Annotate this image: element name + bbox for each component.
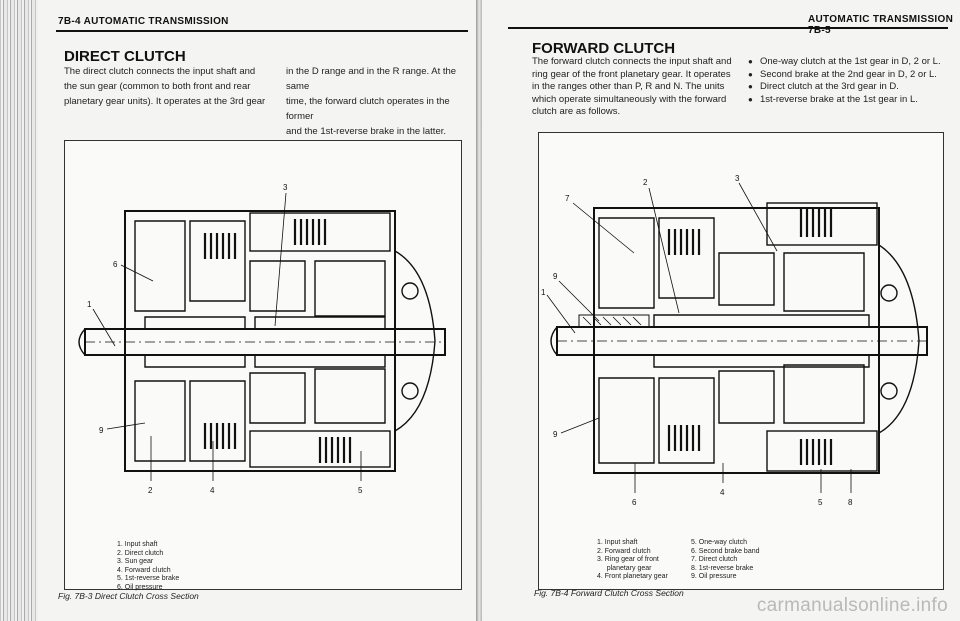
text-line: which operate simultaneously with the fo… <box>532 93 727 105</box>
text-line: clutch are as follows. <box>532 106 621 117</box>
figure-legend: 1. Input shaft 2. Direct clutch 3. Sun g… <box>117 541 179 592</box>
section-title: FORWARD CLUTCH <box>532 40 676 57</box>
figure-caption: Fig. 7B-3 Direct Clutch Cross Section <box>58 591 199 601</box>
callout-7: 7 <box>565 194 570 203</box>
header-rule <box>56 30 468 32</box>
legend-item: 8. 1st-reverse brake <box>691 564 754 572</box>
callout-9-lower: 9 <box>553 430 558 439</box>
callout-4: 4 <box>210 486 215 495</box>
callout-4: 4 <box>720 488 725 497</box>
legend-item: 6. Oil pressure <box>117 583 163 591</box>
legend-item: 4. Forward clutch <box>117 566 171 574</box>
bullet-item: Second brake at the 2nd gear in D, 2 or … <box>748 69 958 82</box>
text-line: time, the forward clutch operates in the… <box>286 96 450 122</box>
figure-legend-col2: 5. One-way clutch 6. Second brake band 7… <box>691 539 760 582</box>
callout-5: 5 <box>818 498 823 507</box>
legend-item: 3. Ring gear of front <box>597 556 659 563</box>
legend-item: 1. Input shaft <box>597 539 638 546</box>
legend-item: 4. Front planetary gear <box>597 573 668 580</box>
right-page: AUTOMATIC TRANSMISSION 7B-5 FORWARD CLUT… <box>482 0 960 621</box>
callout-8: 8 <box>848 498 853 507</box>
binding-edge <box>0 0 38 621</box>
text-line: in the ranges other than P, R and N. The… <box>532 81 725 92</box>
callout-3: 3 <box>283 183 288 192</box>
legend-item: 7. Direct clutch <box>691 556 738 563</box>
legend-item: 2. Forward clutch <box>597 547 651 555</box>
callout-6: 6 <box>632 498 637 507</box>
legend-item: 6. Second brake band <box>691 547 760 555</box>
callout-9-upper: 9 <box>553 272 558 281</box>
cross-section-drawing: 3 6 1 9 2 4 5 <box>78 183 446 495</box>
callout-2: 2 <box>643 178 648 187</box>
legend-item: 2. Direct clutch <box>117 549 164 557</box>
callout-2: 2 <box>148 486 153 495</box>
legend-item: 3. Sun gear <box>117 558 154 565</box>
section-title: DIRECT CLUTCH <box>64 48 186 65</box>
callout-5: 5 <box>358 486 363 495</box>
callout-3: 3 <box>735 174 740 183</box>
figure-legend-col1: 1. Input shaft 2. Forward clutch 3. Ring… <box>597 539 668 582</box>
legend-item: planetary gear <box>597 564 652 572</box>
text-line: planetary gear units). It operates at th… <box>64 96 266 107</box>
bullet-item: One-way clutch at the 1st gear in D, 2 o… <box>748 56 958 69</box>
text-line: ring gear of the front planetary gear. I… <box>532 68 731 80</box>
callout-1: 1 <box>87 300 92 309</box>
body-text-col1: The direct clutch connects the input sha… <box>64 64 270 109</box>
legend-item: 9. Oil pressure <box>691 573 737 580</box>
watermark: carmanualsonline.info <box>756 595 948 616</box>
text-line: The forward clutch connects the input sh… <box>532 56 732 67</box>
figure-forward-clutch: 2 3 7 9 1 9 6 4 5 8 1. Input shaft 2. Fo… <box>538 132 944 590</box>
left-page: 7B-4 AUTOMATIC TRANSMISSION DIRECT CLUTC… <box>0 0 478 621</box>
callout-9: 9 <box>99 426 104 435</box>
legend-item: 1. Input shaft <box>117 541 158 548</box>
callout-6: 6 <box>113 260 118 269</box>
left-page-header: 7B-4 AUTOMATIC TRANSMISSION <box>58 16 229 27</box>
body-text-col2: in the D range and in the R range. At th… <box>286 64 476 139</box>
callout-1: 1 <box>541 288 546 297</box>
bullet-item: 1st-reverse brake at the 1st gear in L. <box>748 94 958 107</box>
legend-item: 5. One-way clutch <box>691 539 748 546</box>
cross-section-drawing: 2 3 7 9 1 9 6 4 5 8 <box>541 174 928 507</box>
legend-item: 5. 1st-reverse brake <box>117 575 180 582</box>
bullet-item: Direct clutch at the 3rd gear in D. <box>748 81 958 94</box>
text-line: The direct clutch connects the input sha… <box>64 66 256 77</box>
bullet-list: One-way clutch at the 1st gear in D, 2 o… <box>748 56 958 106</box>
header-rule <box>508 27 948 29</box>
right-page-header: AUTOMATIC TRANSMISSION 7B-5 <box>808 14 954 36</box>
text-line: in the D range and in the R range. At th… <box>286 66 457 92</box>
body-text: The forward clutch connects the input sh… <box>532 56 732 119</box>
figure-caption: Fig. 7B-4 Forward Clutch Cross Section <box>534 588 684 598</box>
figure-direct-clutch: 3 6 1 9 2 4 5 1. Input shaft 2. Direct c… <box>64 140 462 592</box>
text-line: and the 1st-reverse brake in the latter. <box>286 126 447 137</box>
page-gutter <box>476 0 484 621</box>
text-line: the sun gear (common to both front and r… <box>64 81 251 92</box>
